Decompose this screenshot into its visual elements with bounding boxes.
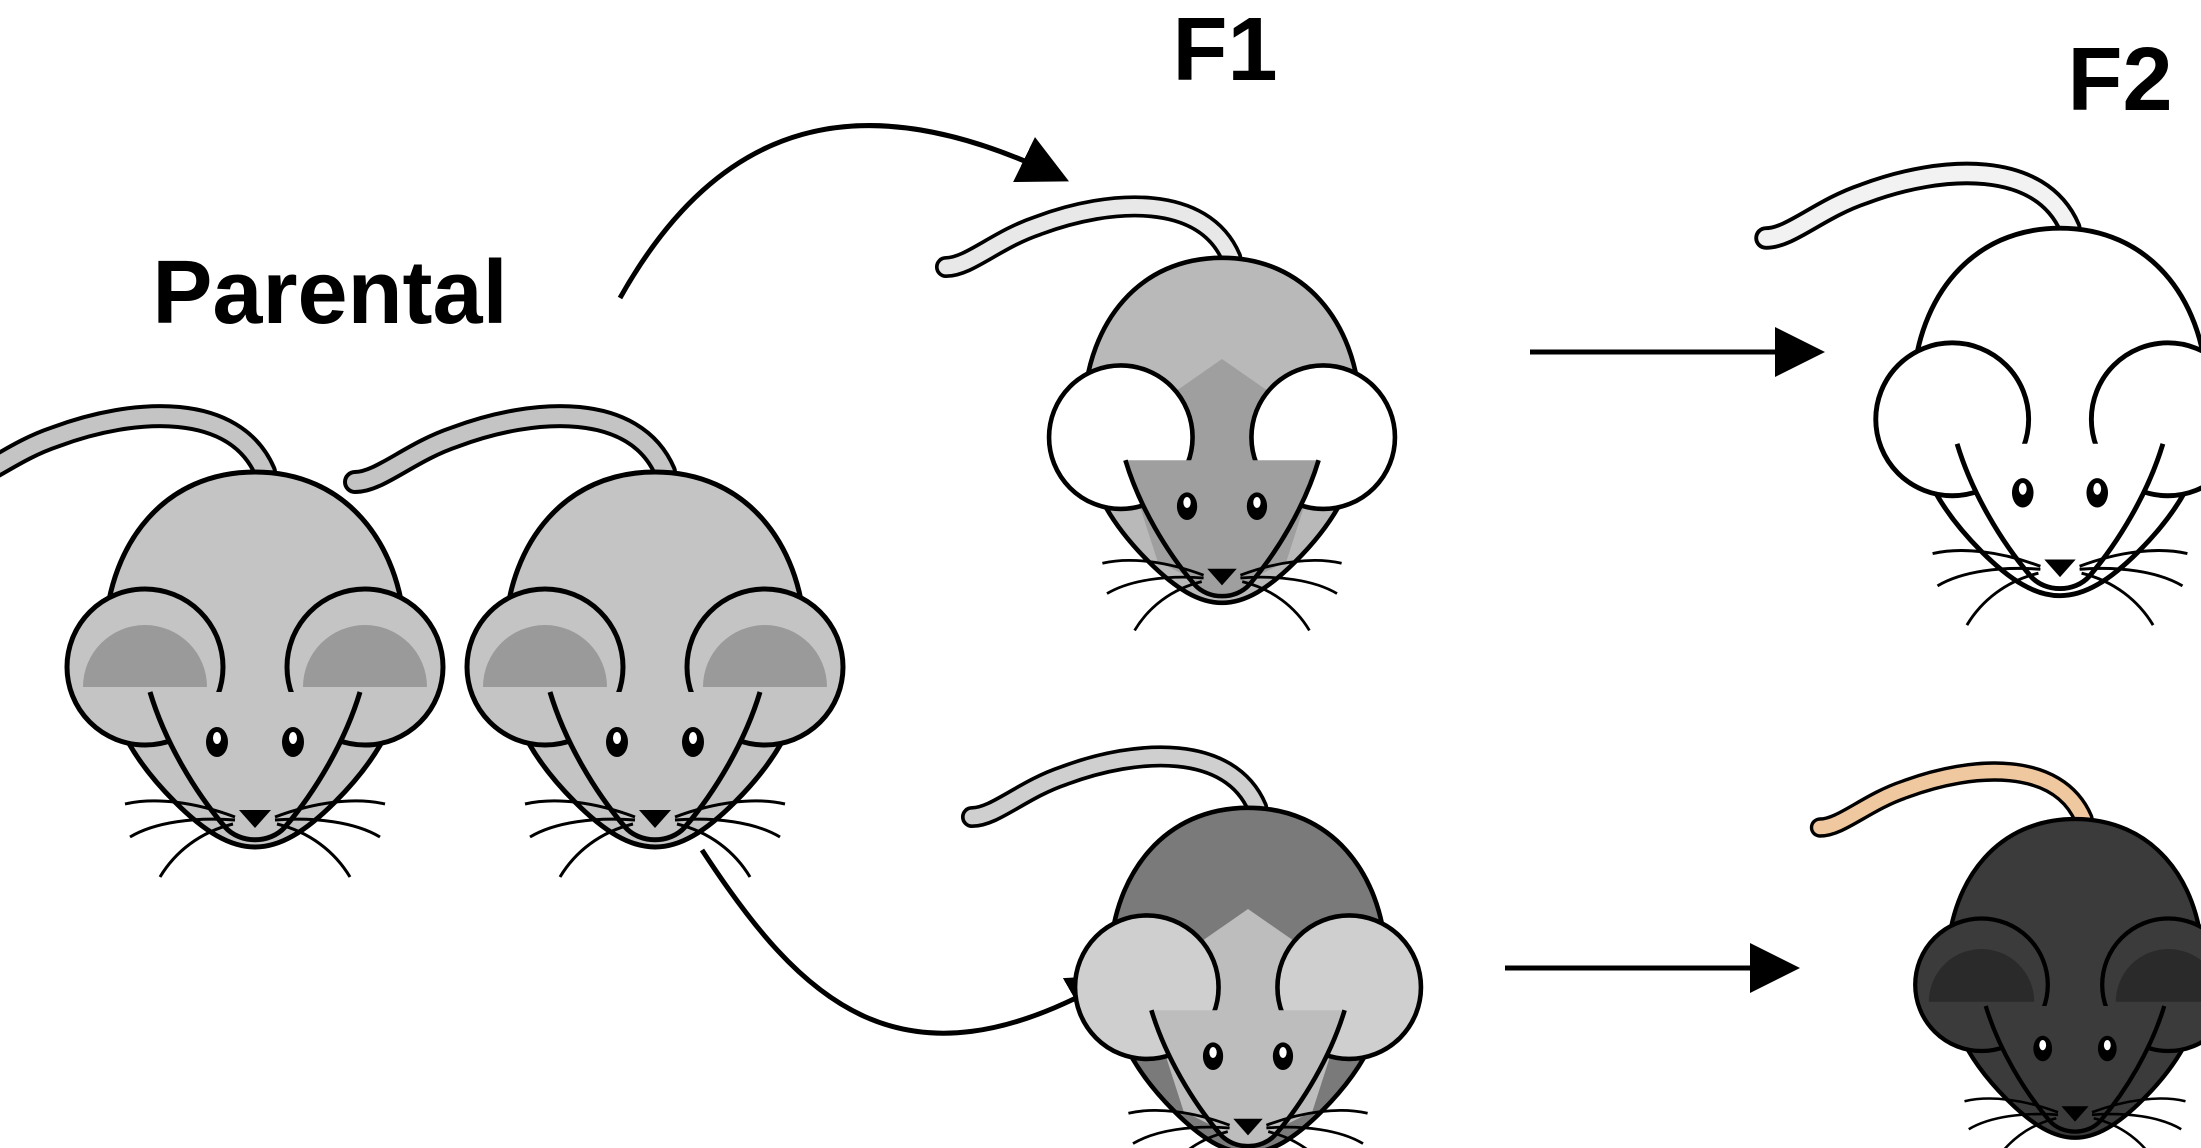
arrow-icon — [702, 850, 1110, 1033]
mouse-icon — [972, 756, 1421, 1148]
mouse-icon — [946, 206, 1395, 630]
arrow-icon — [620, 126, 1060, 298]
f1-label: F1 — [1172, 0, 1277, 100]
mouse-icon — [1766, 173, 2201, 625]
mouse-icon — [1820, 772, 2201, 1148]
f2-label: F2 — [2067, 30, 2172, 130]
parental-label: Parental — [152, 243, 507, 343]
